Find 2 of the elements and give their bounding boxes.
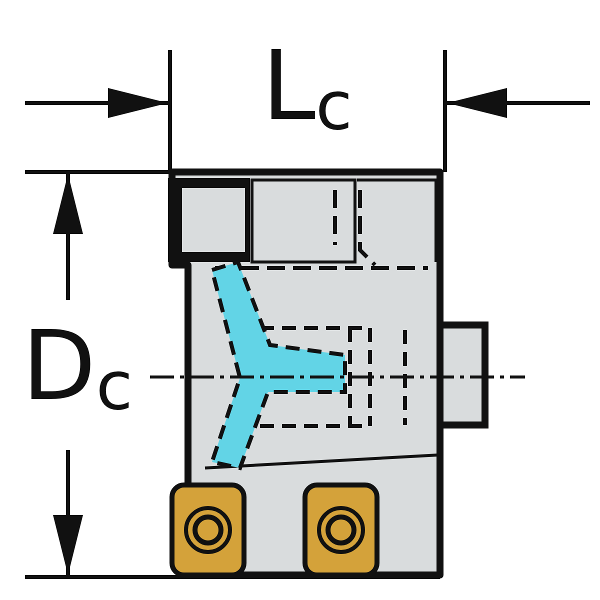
dimension-label: L$_{c}$: [262, 38, 352, 140]
dimension-label: D$_{c}$: [22, 318, 133, 420]
